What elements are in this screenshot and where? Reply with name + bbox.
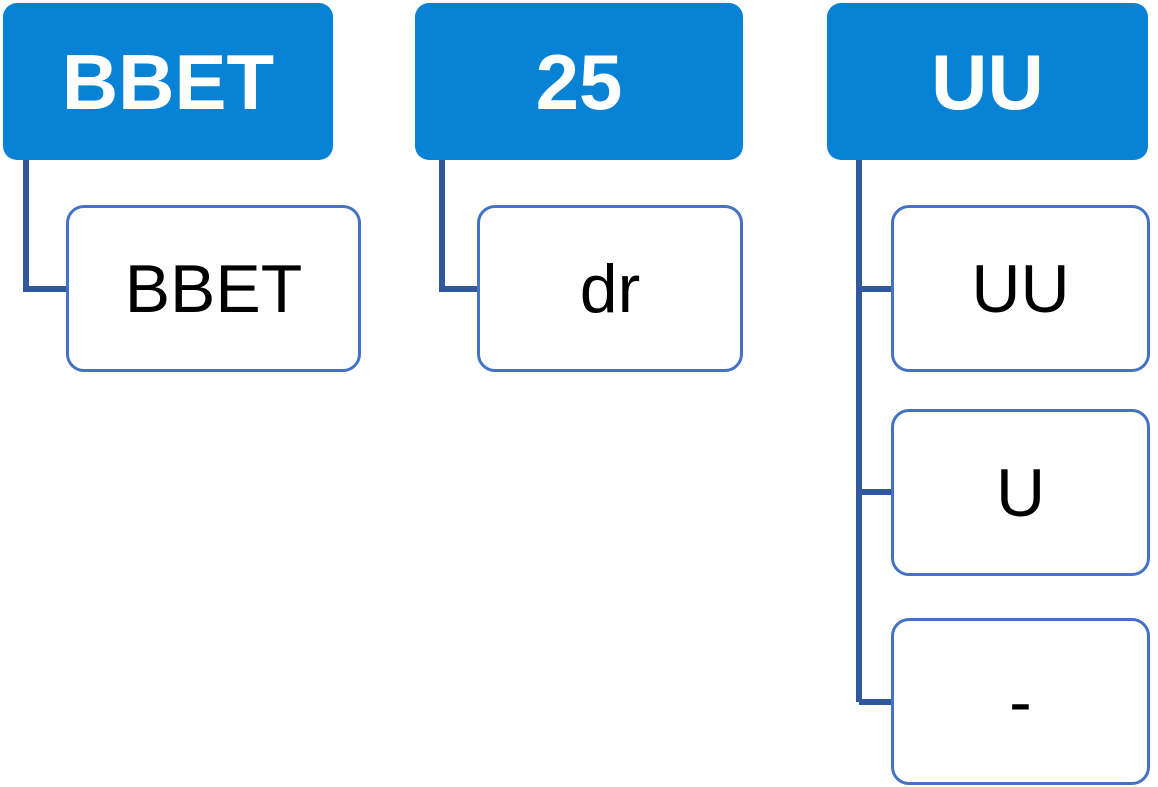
- child-node-bbet[interactable]: BBET: [66, 205, 361, 372]
- child-node-label: BBET: [124, 250, 303, 327]
- root-node-label: 25: [535, 37, 623, 126]
- child-node-label: UU: [971, 250, 1070, 327]
- child-node-label: dr: [579, 250, 641, 327]
- root-node-25[interactable]: 25: [415, 3, 743, 160]
- child-node-label: U: [995, 454, 1046, 531]
- child-node-u[interactable]: U: [891, 409, 1150, 576]
- child-node-uu[interactable]: UU: [891, 205, 1150, 372]
- connector-group-column-2: [439, 160, 479, 292]
- root-node-label: UU: [931, 37, 1044, 126]
- root-node-uu[interactable]: UU: [827, 3, 1148, 160]
- root-node-label: BBET: [61, 37, 275, 126]
- connector-25-to-dr: [439, 160, 479, 292]
- connector-bbet-to-bbet: [23, 160, 68, 292]
- child-node-dr[interactable]: dr: [477, 205, 743, 372]
- root-node-bbet[interactable]: BBET: [3, 3, 333, 160]
- connector-group-column-1: [23, 160, 68, 292]
- child-node-label: -: [1009, 663, 1032, 740]
- child-node-dash[interactable]: -: [891, 618, 1150, 785]
- connector-group-column-3: [856, 160, 893, 705]
